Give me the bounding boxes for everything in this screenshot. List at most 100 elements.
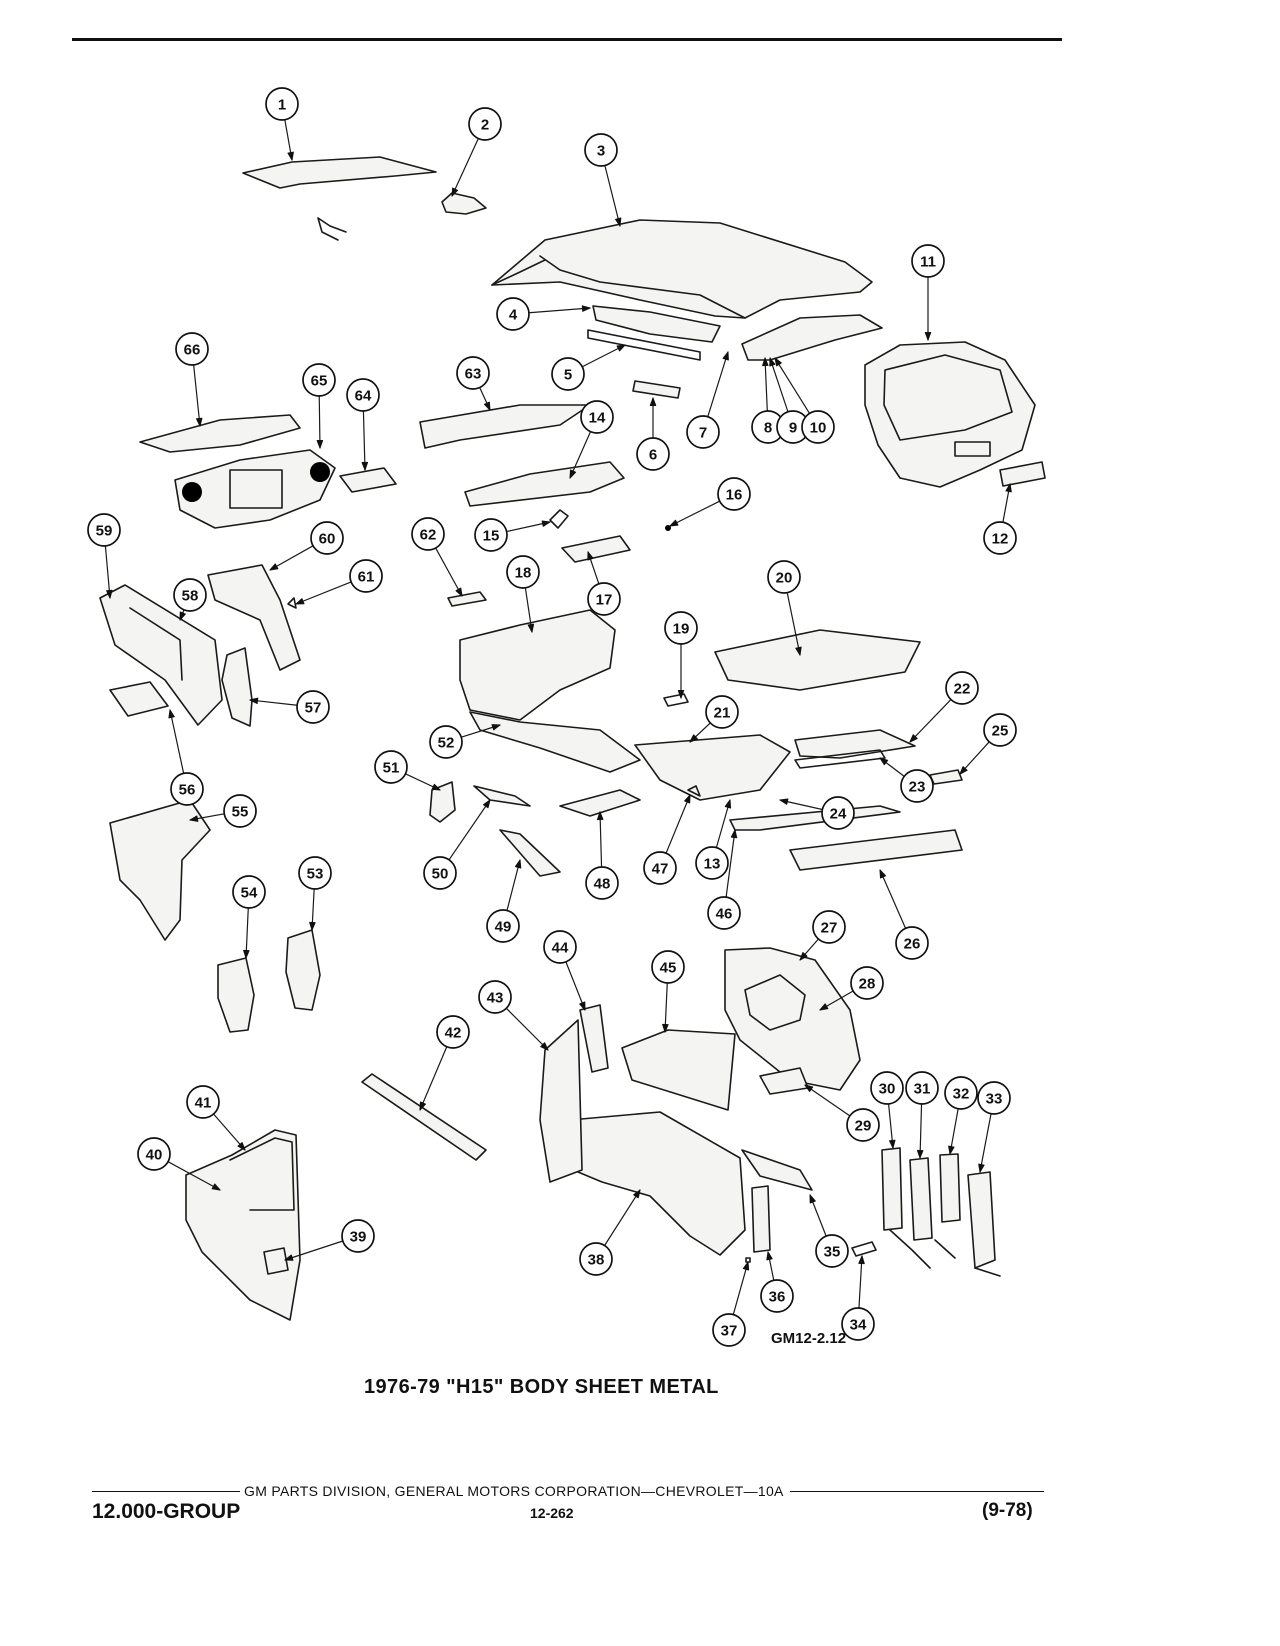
leader-line-44 xyxy=(565,961,586,1011)
callout-number-10: 10 xyxy=(810,420,827,437)
arrowhead-62 xyxy=(455,587,463,597)
callout-circle-29 xyxy=(846,1108,880,1142)
callout-43: 43 xyxy=(478,980,549,1051)
callout-number-6: 6 xyxy=(649,447,657,464)
callout-circle-11 xyxy=(911,244,945,278)
callout-circle-43 xyxy=(478,980,512,1014)
callout-circle-4 xyxy=(496,297,530,331)
callout-number-8: 8 xyxy=(764,420,772,437)
arrowhead-41 xyxy=(237,1142,246,1151)
leader-line-61 xyxy=(295,581,352,605)
callout-circle-66 xyxy=(175,332,209,366)
leader-line-29 xyxy=(804,1084,851,1117)
callout-number-32: 32 xyxy=(953,1086,970,1103)
callout-circle-40 xyxy=(137,1137,171,1171)
arrowhead-6 xyxy=(649,397,657,407)
callout-number-11: 11 xyxy=(920,254,936,271)
callout-44: 44 xyxy=(543,930,586,1011)
callout-circle-15 xyxy=(474,518,508,552)
callout-24: 24 xyxy=(779,796,855,830)
arrowhead-54 xyxy=(243,949,250,959)
callout-13: 13 xyxy=(695,799,732,880)
callout-number-55: 55 xyxy=(232,804,249,821)
callout-18: 18 xyxy=(506,555,540,633)
leader-line-43 xyxy=(505,1007,549,1051)
arrowhead-53 xyxy=(309,921,316,931)
callout-number-65: 65 xyxy=(311,373,328,390)
arrowhead-20 xyxy=(795,646,802,656)
callout-53: 53 xyxy=(298,856,332,931)
callout-circle-38 xyxy=(579,1242,613,1276)
callout-21: 21 xyxy=(689,695,739,743)
callout-circle-23 xyxy=(900,769,934,803)
callout-28: 28 xyxy=(819,966,884,1011)
callout-number-61: 61 xyxy=(358,569,375,586)
arrowhead-1 xyxy=(287,151,294,161)
callout-number-45: 45 xyxy=(660,960,677,977)
footer-page-number: 12-262 xyxy=(530,1505,574,1521)
callout-number-4: 4 xyxy=(509,307,518,324)
callout-number-54: 54 xyxy=(241,885,258,902)
arrowhead-21 xyxy=(689,734,698,743)
callout-circle-63 xyxy=(456,356,490,390)
callout-circle-48 xyxy=(585,866,619,900)
callout-number-57: 57 xyxy=(305,700,322,717)
callout-number-2: 2 xyxy=(481,117,489,134)
callout-circle-26 xyxy=(895,926,929,960)
leader-line-22 xyxy=(909,698,952,743)
callout-circle-33 xyxy=(977,1081,1011,1115)
callout-2: 2 xyxy=(451,107,502,197)
callout-7: 7 xyxy=(686,351,729,449)
callout-circle-16 xyxy=(717,477,751,511)
arrowhead-8 xyxy=(762,357,769,367)
callout-number-15: 15 xyxy=(483,528,500,545)
callout-number-5: 5 xyxy=(564,367,572,384)
leader-line-40 xyxy=(167,1161,221,1191)
arrowhead-23 xyxy=(879,757,889,766)
arrowhead-47 xyxy=(684,794,691,804)
callout-number-3: 3 xyxy=(597,143,605,160)
arrowhead-18 xyxy=(527,623,535,633)
callout-42: 42 xyxy=(419,1015,470,1111)
arrowhead-48 xyxy=(596,811,604,821)
leader-line-54 xyxy=(245,907,249,959)
footer-date: (9-78) xyxy=(982,1500,1033,1521)
leader-line-7 xyxy=(707,351,729,418)
footer-division-line: GM PARTS DIVISION, GENERAL MOTORS CORPOR… xyxy=(92,1483,1044,1499)
callout-circle-12 xyxy=(983,521,1017,555)
leader-line-49 xyxy=(506,859,521,912)
callout-8: 8 xyxy=(751,357,785,444)
callout-number-50: 50 xyxy=(432,866,449,883)
callout-10: 10 xyxy=(774,357,835,444)
callout-1: 1 xyxy=(265,87,299,161)
callout-number-20: 20 xyxy=(776,570,793,587)
arrowhead-49 xyxy=(514,859,522,869)
callout-38: 38 xyxy=(579,1189,641,1276)
callout-circle-31 xyxy=(905,1071,939,1105)
arrowhead-63 xyxy=(483,401,491,411)
arrowhead-57 xyxy=(249,697,259,705)
callout-circle-10 xyxy=(801,410,835,444)
callout-circle-61 xyxy=(349,559,383,593)
callout-number-37: 37 xyxy=(721,1323,738,1340)
arrowhead-26 xyxy=(879,869,887,879)
callout-15: 15 xyxy=(474,518,551,552)
callout-66: 66 xyxy=(175,332,209,427)
callout-circle-59 xyxy=(87,513,121,547)
leader-line-60 xyxy=(269,545,314,571)
callout-circle-18 xyxy=(506,555,540,589)
callout-number-33: 33 xyxy=(986,1091,1003,1108)
leader-line-64 xyxy=(362,410,366,471)
callout-number-51: 51 xyxy=(383,760,400,777)
callout-circle-32 xyxy=(944,1076,978,1110)
arrowhead-42 xyxy=(419,1101,426,1111)
leader-line-9 xyxy=(769,357,789,413)
leader-line-65 xyxy=(318,395,321,449)
arrowhead-9 xyxy=(769,357,776,367)
callout-number-62: 62 xyxy=(420,527,437,544)
callout-25: 25 xyxy=(959,713,1017,775)
callout-circle-22 xyxy=(945,671,979,705)
